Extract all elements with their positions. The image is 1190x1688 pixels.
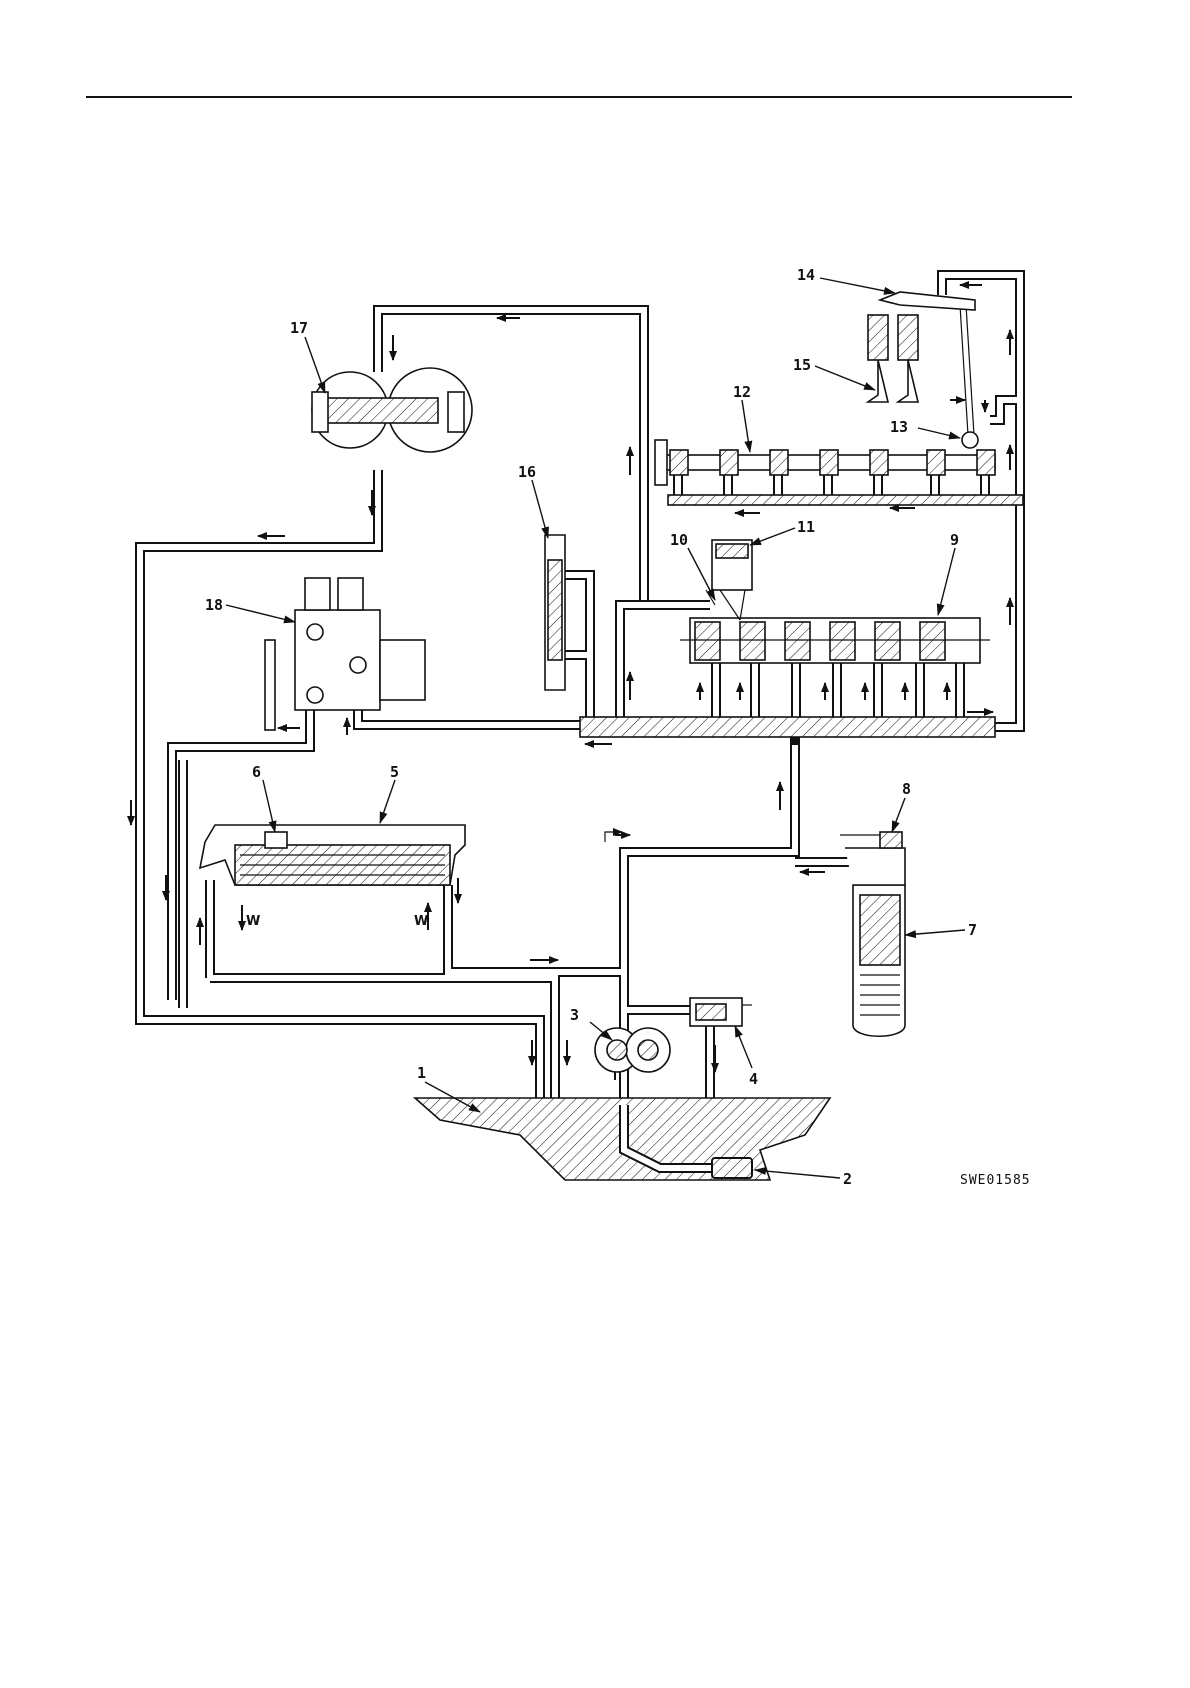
callout-5: 5: [390, 763, 399, 781]
regulator-valve: [690, 998, 752, 1026]
crankshaft: [680, 618, 990, 663]
water-mark-left: W: [246, 914, 260, 929]
tappet: [962, 432, 978, 448]
callout-8: 8: [902, 780, 911, 798]
callout-14: 14: [797, 266, 815, 284]
callout-6: 6: [252, 763, 261, 781]
turbocharger: [312, 368, 472, 452]
valve-train: [868, 292, 978, 448]
piston-assembly: [706, 540, 752, 620]
main-oil-gallery: [580, 717, 995, 737]
callout-12: 12: [733, 383, 751, 401]
callout-2: 2: [843, 1170, 852, 1188]
intake-valve: [898, 360, 918, 402]
callout-1: 1: [417, 1064, 426, 1082]
rocker-arm: [880, 292, 975, 310]
callout-18: 18: [205, 596, 223, 614]
callout-15: 15: [793, 356, 811, 374]
figure-code: SWE01585: [960, 1173, 1031, 1188]
callout-3: 3: [570, 1006, 579, 1024]
fuel-injection-pump: [265, 578, 425, 730]
oil-filter: [845, 848, 905, 1036]
callout-7: 7: [968, 921, 977, 939]
callout-13: 13: [890, 418, 908, 436]
exhaust-valve: [868, 360, 888, 402]
timing-gear: [545, 535, 565, 690]
filter-safety-valve: [840, 832, 902, 848]
water-mark-right: W: [414, 914, 428, 929]
cam-oil-gallery: [668, 495, 1023, 505]
callout-11: 11: [797, 518, 815, 536]
callout-16: 16: [518, 463, 536, 481]
callout-9: 9: [950, 531, 959, 549]
cooler-bypass-valve: [265, 832, 287, 848]
oil-cooler: [200, 825, 465, 885]
callout-4: 4: [749, 1070, 758, 1088]
callout-17: 17: [290, 319, 308, 337]
callout-10: 10: [670, 531, 688, 549]
